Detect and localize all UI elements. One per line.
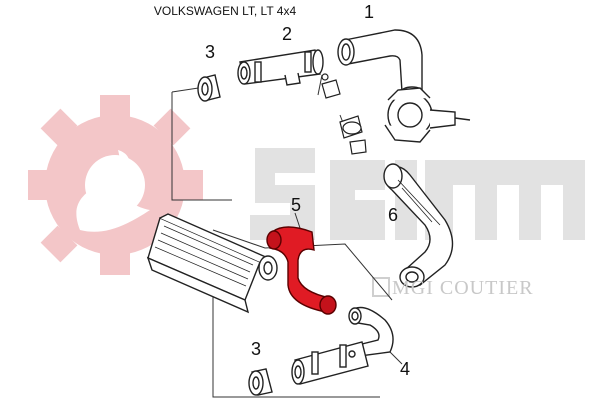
part-3-ring-lower — [248, 368, 273, 396]
callout-4: 4 — [400, 359, 411, 379]
turbocharger — [384, 87, 471, 143]
part-1-hose — [337, 29, 424, 98]
clamp-fittings — [321, 73, 367, 155]
part-5-hose-highlighted — [266, 226, 337, 315]
part-3-ring-upper — [197, 74, 221, 102]
callout-5: 5 — [291, 195, 302, 215]
callout-6: 6 — [388, 205, 399, 225]
callout-2: 2 — [282, 24, 293, 44]
part-6-hose — [383, 163, 454, 288]
mgi-coutier-logo-box — [372, 277, 390, 297]
part-4-hose — [348, 306, 394, 357]
lower-pipe — [291, 341, 369, 385]
callout-3-lower: 3 — [251, 339, 262, 359]
intercooler — [146, 213, 278, 314]
callout-3-upper: 3 — [205, 42, 216, 62]
part-2-pipe — [237, 49, 324, 86]
mgi-coutier-wordmark: MGI COUTIER — [392, 277, 534, 299]
callout-1: 1 — [364, 2, 375, 22]
diagram-title: VOLKSWAGEN LT, LT 4x4 — [153, 4, 297, 18]
